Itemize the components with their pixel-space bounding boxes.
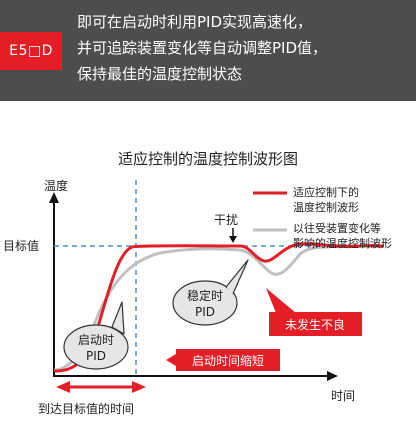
header-banner: E5□D 即可在启动时利用PID实现高速化， 并可追踪装置变化等自动调整PID值… <box>0 0 416 101</box>
disturbance-arrow-head <box>229 236 237 243</box>
x-axis-arrow <box>327 371 338 381</box>
control-waveform-diagram: 温度 时间 目标值 适应控制下的 温度控制波形 以往受装置变化等 影响的温度控制… <box>3 178 392 416</box>
y-axis-label: 温度 <box>44 178 68 193</box>
time-to-target-label: 到达目标值的时间 <box>38 401 134 416</box>
legend-adaptive-line-2: 温度控制波形 <box>293 200 359 214</box>
stable-pid-bubble-fill <box>174 282 236 324</box>
banner-line-3: 保持最佳的温度控制状态 <box>77 65 243 83</box>
x-axis-label: 时间 <box>331 389 355 403</box>
time-to-target-arrow-left <box>56 381 70 393</box>
legend-previous-line-2: 影响的温度控制波形 <box>293 236 392 250</box>
no-fault-callout <box>269 312 362 336</box>
stable-bubble-line-2: PID <box>195 305 215 319</box>
no-fault-label: 未发生不良 <box>285 317 345 332</box>
banner-line-2: 并可追踪装置变化等自动调整PID值， <box>77 39 328 57</box>
diagram-title: 适应控制的温度控制波形图 <box>117 150 298 168</box>
startup-bubble-line-1: 启动时 <box>78 333 114 347</box>
time-to-target-arrow-right <box>132 381 146 393</box>
y-axis-arrow <box>49 192 59 203</box>
startup-shorter-callout-pointer <box>166 354 176 366</box>
adaptive-control-curve <box>53 242 385 373</box>
no-fault-callout-pointer <box>266 288 296 313</box>
startup-shorter-label: 启动时间缩短 <box>192 353 264 368</box>
legend-adaptive-line-1: 适应控制下的 <box>293 185 359 199</box>
startup-shorter-callout <box>176 349 280 371</box>
banner-description: 即可在启动时利用PID实现高速化， 并可追踪装置变化等自动调整PID值， 保持最… <box>77 9 412 87</box>
stable-bubble-line-1: 稳定时 <box>187 288 223 303</box>
startup-pid-bubble-tail <box>111 301 125 335</box>
target-value-label: 目标值 <box>3 238 39 253</box>
model-badge: E5□D <box>0 32 62 70</box>
legend-previous-line-1: 以往受装置变化等 <box>293 221 381 235</box>
disturbance-label: 干扰 <box>214 213 238 227</box>
previous-control-curve <box>53 245 331 372</box>
startup-bubble-line-2: PID <box>86 349 106 363</box>
banner-line-1: 即可在启动时利用PID实现高速化， <box>77 13 313 31</box>
startup-pid-bubble-fill <box>65 326 127 368</box>
